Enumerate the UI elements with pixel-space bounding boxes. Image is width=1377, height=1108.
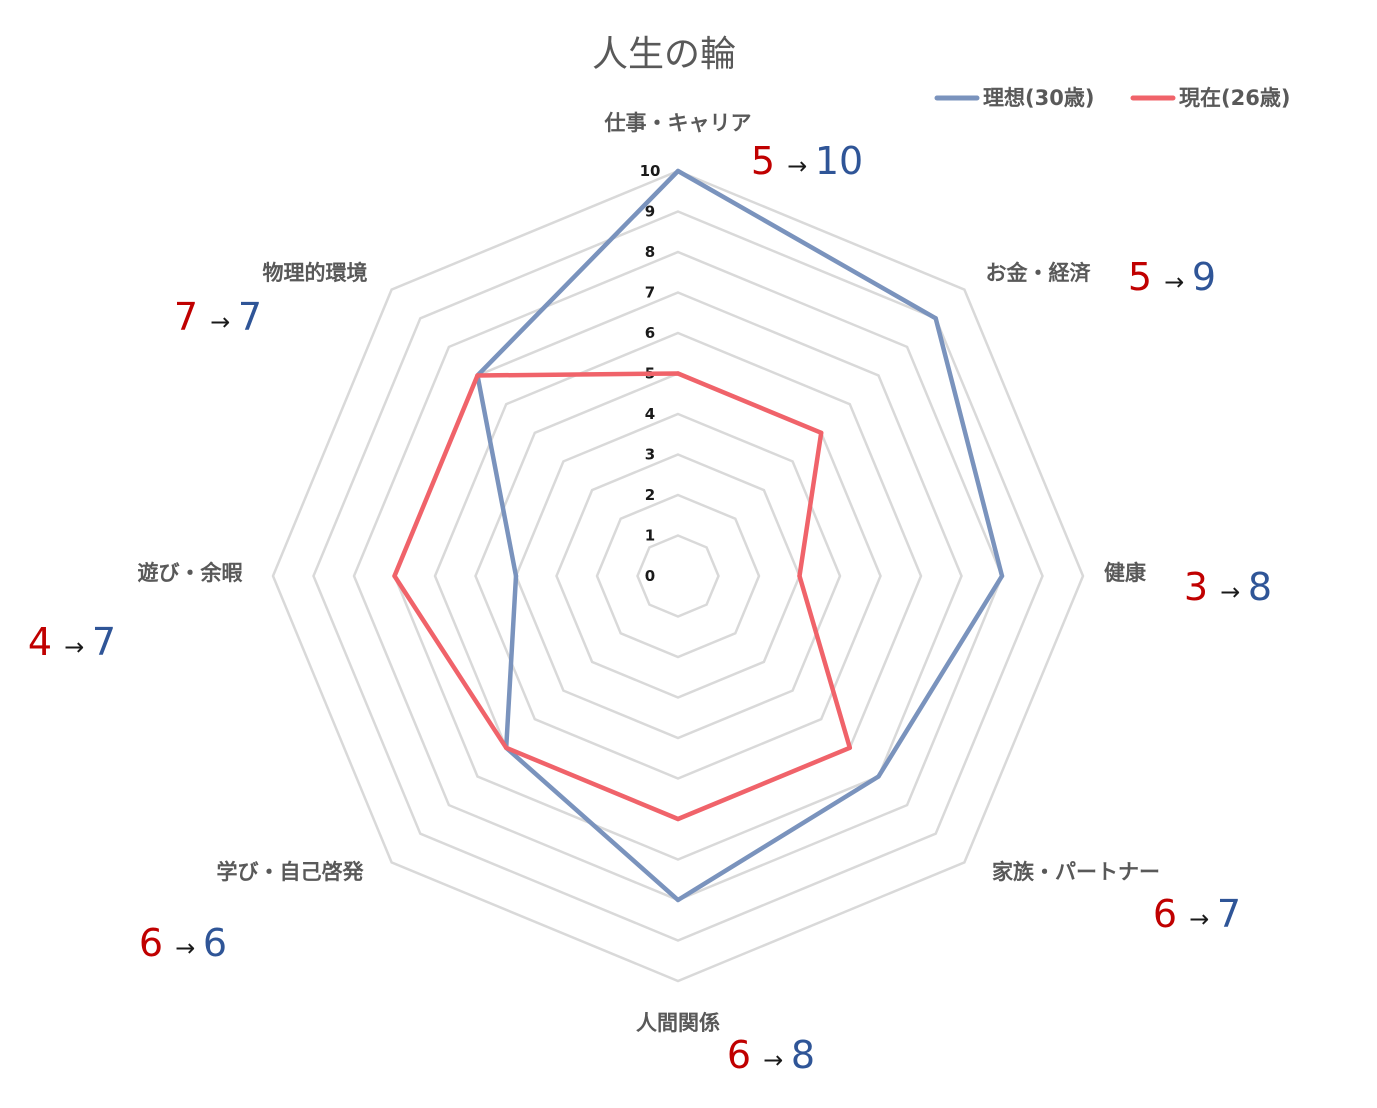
series-0-point-4 xyxy=(675,897,681,903)
score-current-6: 4 xyxy=(28,620,64,664)
grid-ring-2 xyxy=(595,493,761,659)
score-ideal-0: 10 xyxy=(815,139,863,183)
tick-label-2: 2 xyxy=(645,486,655,504)
score-current-7: 7 xyxy=(174,295,210,339)
series-1-point-2 xyxy=(797,573,802,579)
series-0-point-2 xyxy=(999,573,1005,579)
tick-label-4: 4 xyxy=(645,405,655,423)
series-1-point-0 xyxy=(675,371,681,376)
score-ideal-1: 9 xyxy=(1192,255,1216,299)
tick-label-0: 0 xyxy=(645,567,655,585)
score-arrow-2: → xyxy=(1220,578,1248,606)
grid-ring-8 xyxy=(352,250,1004,902)
tick-label-8: 8 xyxy=(645,243,655,261)
axis-label-6: 遊び・余暇 xyxy=(138,561,243,585)
score-annotation-7: 7 → 7 xyxy=(174,295,262,339)
score-arrow-6: → xyxy=(64,633,92,661)
grid-ring-9 xyxy=(312,210,1044,942)
axis-label-3: 家族・パートナー xyxy=(992,860,1160,884)
series-0-point-6 xyxy=(513,573,519,579)
score-annotation-2: 3 → 8 xyxy=(1184,565,1272,609)
grid-ring-5 xyxy=(474,372,882,780)
score-ideal-5: 6 xyxy=(203,921,227,965)
score-current-0: 5 xyxy=(751,139,787,183)
score-current-3: 6 xyxy=(1153,892,1189,936)
axis-label-0: 仕事・キャリア xyxy=(604,111,752,135)
series-1-point-1 xyxy=(819,430,824,435)
tick-label-1: 1 xyxy=(645,527,655,545)
score-current-4: 6 xyxy=(727,1033,763,1077)
axis-label-1: お金・経済 xyxy=(986,261,1092,285)
score-ideal-4: 8 xyxy=(791,1033,815,1077)
score-annotation-6: 4 → 7 xyxy=(28,620,116,664)
tick-label-6: 6 xyxy=(645,324,655,342)
grid-ring-4 xyxy=(514,412,842,740)
grid-ring-10 xyxy=(271,169,1085,983)
score-current-5: 6 xyxy=(139,921,175,965)
series-0-point-1 xyxy=(933,316,938,321)
score-annotation-0: 5 → 10 xyxy=(751,139,863,183)
series-1-point-7 xyxy=(475,373,480,378)
score-arrow-4: → xyxy=(763,1046,791,1074)
score-arrow-1: → xyxy=(1164,268,1192,296)
series-1-point-6 xyxy=(392,573,397,579)
series-1-point-5 xyxy=(504,745,509,750)
tick-label-3: 3 xyxy=(645,446,655,464)
legend-label-0: 理想(30歳) xyxy=(983,86,1094,110)
score-current-1: 5 xyxy=(1128,255,1164,299)
axis-label-7: 物理的環境 xyxy=(263,261,368,285)
score-annotations: 5 → 105 → 93 → 86 → 76 → 86 → 64 → 77 → … xyxy=(28,139,1272,1077)
score-arrow-7: → xyxy=(210,308,238,336)
score-arrow-3: → xyxy=(1189,905,1217,933)
series-0-point-0 xyxy=(675,168,681,174)
series-line-1 xyxy=(392,371,853,822)
score-annotation-4: 6 → 8 xyxy=(727,1033,815,1077)
score-annotation-3: 6 → 7 xyxy=(1153,892,1241,936)
score-annotation-1: 5 → 9 xyxy=(1128,255,1216,299)
score-ideal-3: 7 xyxy=(1217,892,1241,936)
axis-label-2: 健康 xyxy=(1104,561,1147,585)
grid-ring-3 xyxy=(555,453,801,699)
series-0-point-3 xyxy=(876,774,881,779)
grid-ring-1 xyxy=(636,534,720,618)
legend[interactable]: 理想(30歳) 現在(26歳) xyxy=(934,86,1290,110)
score-ideal-7: 7 xyxy=(238,295,262,339)
score-arrow-5: → xyxy=(175,934,203,962)
series-1-point-4 xyxy=(675,816,681,822)
score-annotation-5: 6 → 6 xyxy=(139,921,227,965)
chart-title: 人生の輪 xyxy=(592,34,736,75)
radar-series xyxy=(392,168,1005,903)
score-ideal-6: 7 xyxy=(92,620,116,664)
tick-label-9: 9 xyxy=(645,203,655,221)
axis-label-4: 人間関係 xyxy=(636,1011,720,1035)
score-current-2: 3 xyxy=(1184,565,1220,609)
tick-label-10: 10 xyxy=(640,162,661,180)
score-ideal-2: 8 xyxy=(1248,565,1272,609)
tick-label-7: 7 xyxy=(645,284,655,302)
series-1-point-3 xyxy=(847,745,852,750)
legend-label-1: 現在(26歳) xyxy=(1179,86,1290,110)
axis-label-5: 学び・自己啓発 xyxy=(217,860,365,884)
series-line-0 xyxy=(475,168,1005,903)
score-arrow-0: → xyxy=(787,152,815,180)
